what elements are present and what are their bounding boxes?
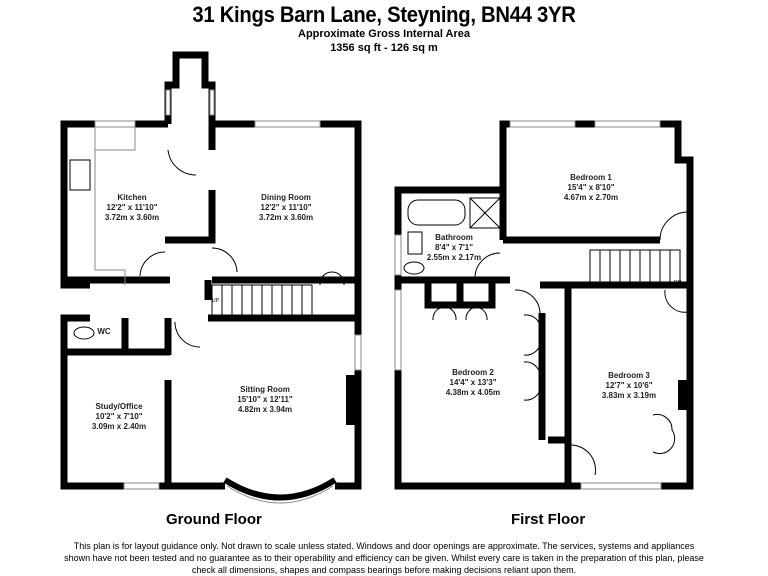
room-name-bedroom2: Bedroom 2 <box>452 368 494 377</box>
room-name-wc: WC <box>97 327 111 336</box>
door[interactable] <box>659 211 689 241</box>
room-metric: 2.55m x 2.17m <box>427 253 481 262</box>
hob-icon <box>69 159 91 191</box>
door[interactable] <box>211 247 238 273</box>
stairs-down-label: DN <box>674 280 682 286</box>
toilet-icon <box>73 326 95 340</box>
room-name-study: Study/Office <box>95 402 143 411</box>
window <box>580 482 662 490</box>
window <box>123 482 160 490</box>
room-imperial: 12'2" x 11'10" <box>107 203 158 212</box>
room-name-bedroom3: Bedroom 3 <box>608 371 650 380</box>
toilet-icon <box>403 261 425 275</box>
room-imperial: 12'7" x 10'6" <box>606 381 653 390</box>
room-metric: 4.82m x 3.94m <box>238 405 292 414</box>
room-imperial: 12'2" x 11'10" <box>261 203 312 212</box>
window <box>354 334 362 371</box>
cupboard-door[interactable] <box>319 271 345 286</box>
room-name-bathroom: Bathroom <box>435 233 473 242</box>
window <box>394 289 402 371</box>
ground-floor-label: Ground Floor <box>166 511 262 528</box>
room-imperial: 15'4" x 8'10" <box>568 183 615 192</box>
first-floor-plan <box>394 120 694 490</box>
room-metric: 3.09m x 2.40m <box>92 422 146 431</box>
area-label: Approximate Gross Internal Area <box>298 28 470 40</box>
room-name-dining: Dining Room <box>261 193 311 202</box>
door[interactable] <box>474 252 501 279</box>
door[interactable] <box>514 289 541 316</box>
area-value: 1356 sq ft - 126 sq m <box>330 42 438 54</box>
room-labels: Kitchen 12'2" x 11'10" 3.72m x 3.60m Din… <box>92 173 682 431</box>
door[interactable] <box>139 251 166 277</box>
ground-stairs: UP <box>211 284 313 316</box>
shower-icon <box>469 197 501 229</box>
outer-wall <box>60 314 225 490</box>
wardrobe-door[interactable] <box>432 306 488 321</box>
stairs-outline <box>589 249 681 283</box>
door[interactable] <box>167 149 197 176</box>
room-metric: 3.72m x 3.60m <box>105 213 159 222</box>
window <box>94 120 136 128</box>
room-metric: 4.67m x 2.70m <box>564 193 618 202</box>
stairs-up-label: UP <box>212 298 220 304</box>
porch-wall <box>164 51 216 124</box>
room-name-kitchen: Kitchen <box>117 193 146 202</box>
room-imperial: 8'4" x 7'1" <box>435 243 473 252</box>
room-metric: 4.38m x 4.05m <box>446 388 500 397</box>
wardrobe-door[interactable] <box>523 314 542 401</box>
property-title: 31 Kings Barn Lane, Steyning, BN44 3YR <box>192 2 576 27</box>
door[interactable] <box>569 444 596 476</box>
window <box>594 120 661 128</box>
room-metric: 3.72m x 3.60m <box>259 213 313 222</box>
outer-wall <box>212 120 362 490</box>
chimney-breast <box>678 380 688 410</box>
bath-icon <box>407 199 466 226</box>
room-name-sitting: Sitting Room <box>240 385 290 394</box>
window <box>165 89 171 116</box>
room-metric: 3.83m x 3.19m <box>602 391 656 400</box>
window <box>209 89 215 116</box>
window <box>254 120 321 128</box>
chimney-breast <box>346 375 356 425</box>
door[interactable] <box>664 289 689 313</box>
room-imperial: 10'2" x 7'10" <box>96 412 143 421</box>
wardrobe-door[interactable] <box>652 413 676 455</box>
disclaimer: This plan is for layout guidance only. N… <box>64 541 704 575</box>
bay-window <box>223 477 337 501</box>
window <box>394 234 402 276</box>
first-floor-label: First Floor <box>511 511 586 528</box>
room-imperial: 14'4" x 13'3" <box>450 378 497 387</box>
window <box>509 120 576 128</box>
ground-floor-plan: UP <box>60 51 425 504</box>
room-imperial: 15'10" x 12'11" <box>237 395 293 404</box>
basin-icon <box>407 231 423 255</box>
room-name-bedroom1: Bedroom 1 <box>570 173 612 182</box>
first-stairs <box>589 249 681 283</box>
door[interactable] <box>174 321 201 348</box>
